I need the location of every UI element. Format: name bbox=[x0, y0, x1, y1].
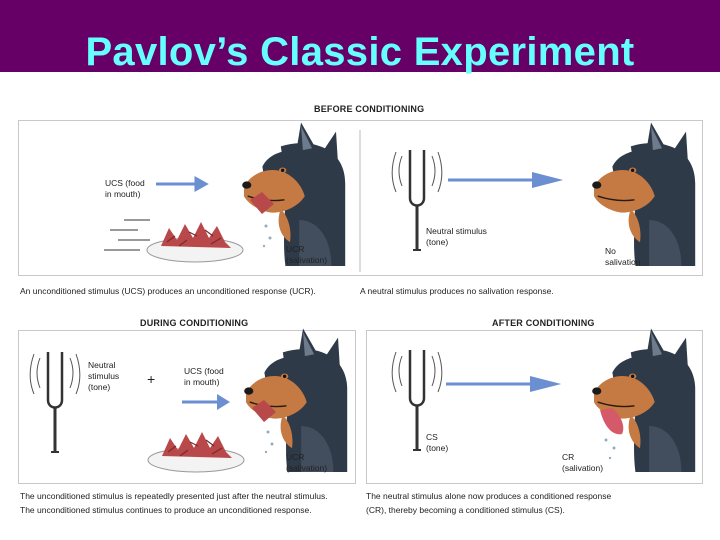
during-neutral-stimulus-label: Neutral stimulus (tone) bbox=[88, 360, 120, 392]
slide-title: Pavlov’s Classic Experiment bbox=[85, 30, 635, 74]
before-left-caption: An unconditioned stimulus (UCS) produces… bbox=[20, 286, 316, 296]
title-bar bbox=[0, 0, 720, 72]
food-in-mouth-icon bbox=[250, 192, 274, 214]
saliva-drops-icon bbox=[604, 438, 616, 460]
during-conditioning-heading: DURING CONDITIONING bbox=[140, 318, 249, 328]
arrow-icon bbox=[182, 394, 230, 410]
ucr-salivation-label: UCR (salivation) bbox=[286, 244, 328, 265]
during-ucr-salivation-label: UCR (salivation) bbox=[286, 452, 328, 473]
before-conditioning-heading: BEFORE CONDITIONING bbox=[314, 104, 425, 114]
arrow-icon bbox=[446, 376, 562, 392]
during-caption-line-2: The unconditioned stimulus continues to … bbox=[20, 505, 312, 515]
after-conditioning-heading: AFTER CONDITIONING bbox=[492, 318, 595, 328]
during-ucs-food-label: UCS (food in mouth) bbox=[184, 366, 224, 387]
food-in-mouth-icon bbox=[252, 400, 276, 422]
dog-head-icon bbox=[591, 327, 696, 473]
dog-head-icon bbox=[243, 327, 348, 473]
plus-sign: + bbox=[147, 371, 156, 387]
tuning-fork-icon bbox=[28, 350, 82, 454]
neutral-stimulus-label: Neutral stimulus (tone) bbox=[426, 226, 487, 247]
during-caption-line-1: The unconditioned stimulus is repeatedly… bbox=[20, 491, 328, 501]
after-caption-line-2: (CR), thereby becoming a conditioned sti… bbox=[366, 505, 565, 515]
no-salivation-label: No salivation bbox=[605, 246, 641, 267]
saliva-drops-icon bbox=[264, 430, 274, 454]
before-right-caption: A neutral stimulus produces no salivatio… bbox=[360, 286, 554, 296]
ucs-food-label: UCS (food in mouth) bbox=[105, 178, 145, 199]
cs-tone-label: CS (tone) bbox=[426, 432, 449, 453]
speed-lines-icon bbox=[104, 219, 150, 251]
after-caption-line-1: The neutral stimulus alone now produces … bbox=[366, 491, 612, 501]
cr-salivation-label: CR (salivation) bbox=[562, 452, 604, 473]
saliva-drops-icon bbox=[262, 224, 272, 248]
food-plate-icon bbox=[147, 431, 245, 473]
tongue-icon bbox=[600, 408, 624, 435]
